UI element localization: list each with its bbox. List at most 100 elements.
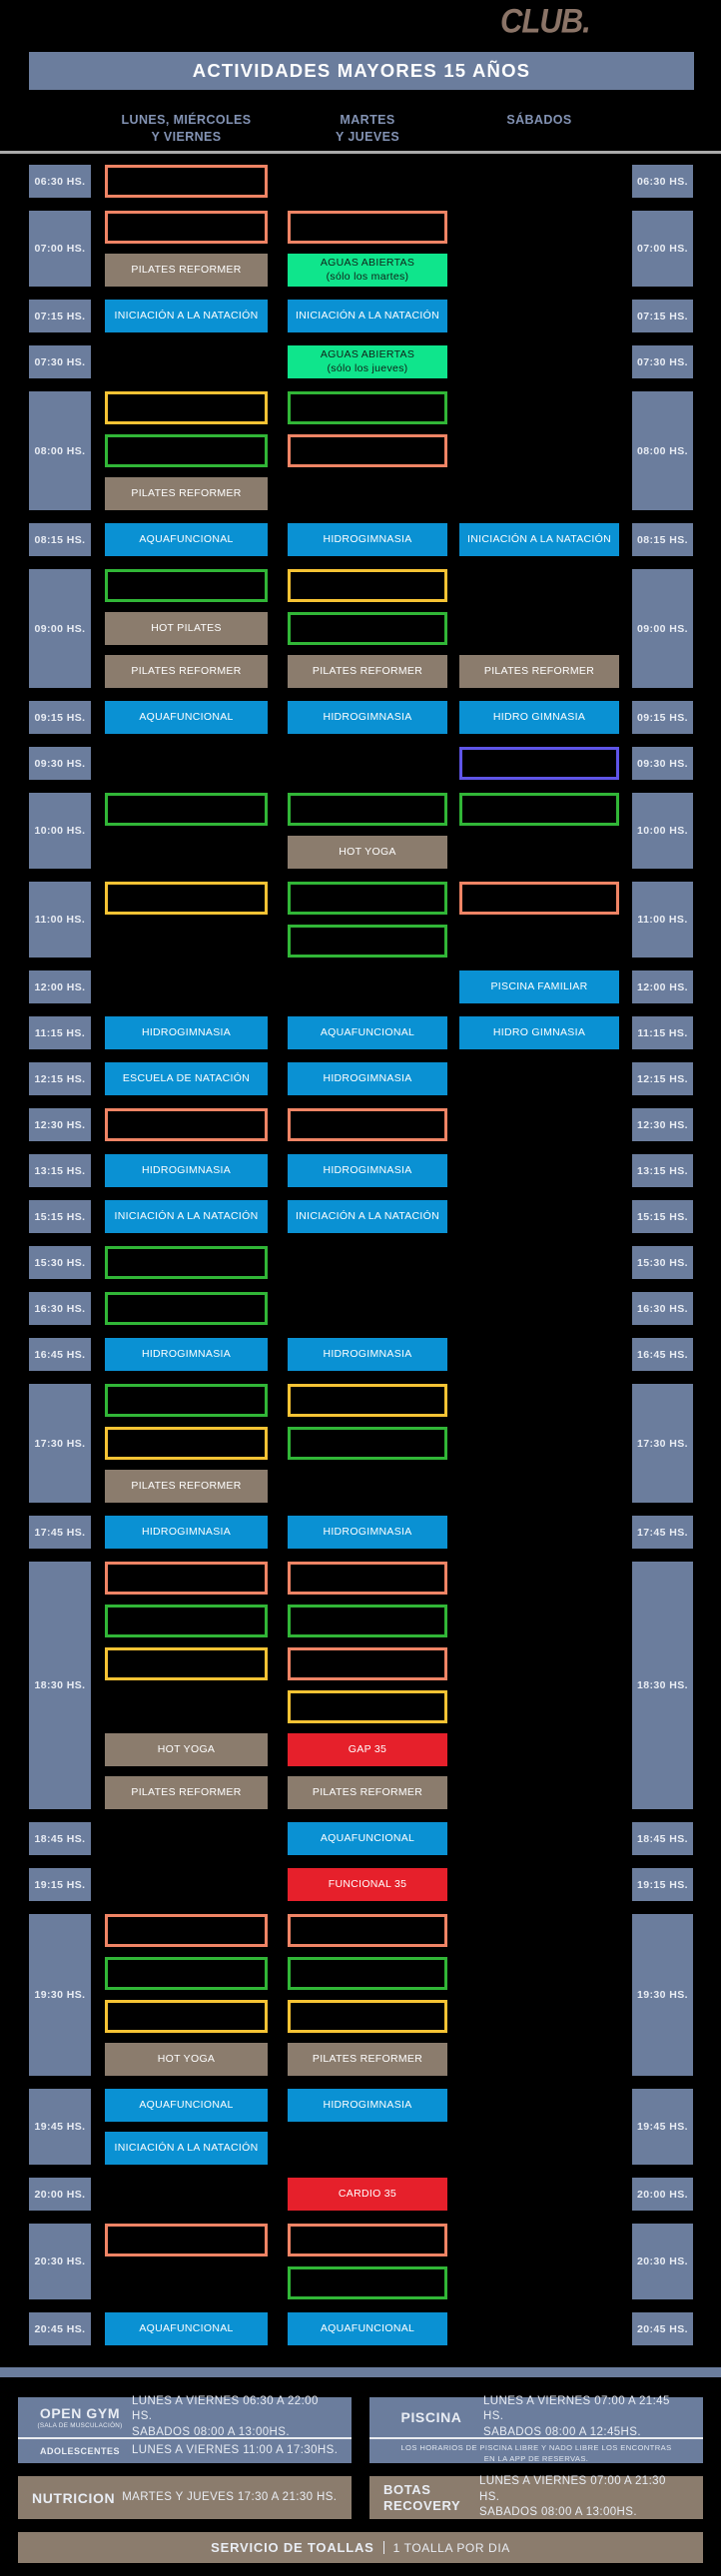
day-column: [288, 2224, 447, 2299]
activity-label: HOT YOGA: [157, 1742, 216, 1755]
time-label: 19:30 HS.: [632, 1914, 693, 2076]
reserved-slot-outline: [288, 1690, 447, 1723]
time-label: 08:15 HS.: [29, 523, 91, 556]
reserved-slot-outline: [105, 1384, 268, 1417]
activity-label: PILATES REFORMER: [131, 486, 242, 499]
activity-label: AGUAS ABIERTAS: [320, 257, 415, 270]
time-label: 19:30 HS.: [29, 1914, 91, 2076]
time-label: 07:00 HS.: [29, 211, 91, 287]
activity-label: PILATES REFORMER: [312, 664, 423, 677]
footer-row-1: OPEN GYM (SALA DE MUSCULACIÓN) LUNES A V…: [18, 2394, 703, 2464]
botas-title-line1: BOTAS: [383, 2481, 431, 2497]
day-column: INICIACIÓN A LA NATACIÓN: [105, 1200, 268, 1233]
activity-cell: HIDROGIMNASIA: [105, 1154, 268, 1187]
day-column: [459, 2089, 619, 2165]
activity-label: INICIACIÓN A LA NATACIÓN: [467, 532, 611, 545]
reserved-slot-outline: [288, 1957, 447, 1990]
schedule-grid: 06:30 HS.06:30 HS.07:00 HS.PILATES REFOR…: [29, 165, 693, 2358]
activity-cell: PILATES REFORMER: [459, 655, 619, 688]
activity-cell: PILATES REFORMER: [105, 477, 268, 510]
time-label: 17:45 HS.: [29, 1516, 91, 1549]
day-column: PILATES REFORMER: [459, 569, 619, 688]
day-column: HIDROGIMNASIA: [288, 523, 447, 556]
time-label: 19:45 HS.: [29, 2089, 91, 2165]
day-column: [459, 1384, 619, 1503]
activity-cell: HIDROGIMNASIA: [288, 701, 447, 734]
activity-label: ESCUELA DE NATACIÓN: [122, 1071, 251, 1084]
toallas-box: SERVICIO DE TOALLAS 1 TOALLA POR DIA: [18, 2532, 703, 2563]
column-header-line1: SÁBADOS: [506, 113, 572, 127]
day-column: [288, 391, 447, 510]
time-label: 07:30 HS.: [29, 345, 91, 378]
schedule-row: 07:00 HS.PILATES REFORMER AGUAS ABIERTAS(…: [29, 211, 693, 287]
adolescentes-title: ADOLESCENTES: [39, 2446, 120, 2456]
footer-divider-bar: [0, 2367, 721, 2377]
time-label: 18:30 HS.: [632, 1562, 693, 1809]
open-gym-subtitle: (SALA DE MUSCULACIÓN): [37, 2422, 123, 2429]
open-gym-hours-line1: LUNES A VIERNES 06:30 A 22:00 HS.: [132, 2394, 319, 2423]
botas-hours-line2: SABADOS 08:00 A 13:00HS.: [479, 2506, 637, 2519]
activity-cell: CARDIO 35: [288, 2178, 447, 2211]
day-column: HOT YOGA: [105, 1914, 268, 2076]
time-label: 16:30 HS.: [632, 1292, 693, 1325]
reserved-slot-outline: [288, 612, 447, 645]
reserved-slot-outline: [288, 1384, 447, 1417]
time-label: 16:45 HS.: [632, 1338, 693, 1371]
day-column: [459, 747, 619, 780]
piscina-box-divider: [369, 2437, 703, 2439]
activity-label: INICIACIÓN A LA NATACIÓN: [296, 309, 439, 322]
day-column: PILATES REFORMER: [105, 211, 268, 287]
time-label: 15:30 HS.: [29, 1246, 91, 1279]
day-column: [105, 970, 268, 1003]
day-column: [105, 2224, 268, 2299]
day-column: PILATES REFORMER: [288, 1914, 447, 2076]
activity-label: GAP 35: [348, 1742, 387, 1755]
activity-cell: INICIACIÓN A LA NATACIÓN: [105, 2132, 268, 2165]
activity-label: PILATES REFORMER: [312, 2052, 423, 2065]
activity-cell: HIDROGIMNASIA: [288, 2089, 447, 2122]
open-gym-hours-line2: SABADOS 08:00 A 13:00HS.: [132, 2425, 290, 2438]
day-column: HIDRO GIMNASIA: [459, 701, 619, 734]
botas-hours-line1: LUNES A VIERNES 07:00 A 21:30 HS.: [479, 2475, 666, 2503]
day-column: [459, 2224, 619, 2299]
open-gym-box-divider: [18, 2437, 352, 2439]
time-label: 20:00 HS.: [29, 2178, 91, 2211]
reserved-slot-outline: [105, 1914, 268, 1947]
day-column: [105, 1292, 268, 1325]
schedule-row: 20:30 HS.20:30 HS.: [29, 2224, 693, 2299]
column-header-line1: MARTES: [340, 113, 395, 127]
reserved-slot-outline: [288, 211, 447, 244]
activity-cell: HOT YOGA: [105, 2043, 268, 2076]
activity-label: HIDROGIMNASIA: [323, 710, 412, 723]
day-column: [105, 1822, 268, 1855]
activity-label: AGUAS ABIERTAS: [320, 348, 415, 361]
piscina-note-line2: EN LA APP DE RESERVAS.: [483, 2454, 589, 2464]
activity-cell: PILATES REFORMER: [105, 1470, 268, 1503]
activity-cell: AGUAS ABIERTAS(sólo los martes): [288, 254, 447, 287]
day-column: [105, 345, 268, 378]
day-column: [459, 300, 619, 332]
page-title: ACTIVIDADES MAYORES 15 AÑOS: [192, 60, 531, 81]
activity-cell: HIDROGIMNASIA: [105, 1338, 268, 1371]
activity-cell: AQUAFUNCIONAL: [288, 1016, 447, 1049]
toallas-title: SERVICIO DE TOALLAS: [211, 2540, 374, 2555]
activity-label: PILATES REFORMER: [131, 1785, 242, 1798]
adolescentes-hours: LUNES A VIERNES 11:00 A 17:30HS.: [132, 2444, 339, 2457]
footer-row-2: NUTRICION MARTES Y JUEVES 17:30 A 21:30 …: [18, 2475, 703, 2519]
header-divider-line: [0, 151, 721, 154]
activity-label: FUNCIONAL 35: [328, 1877, 407, 1890]
time-label: 20:00 HS.: [632, 2178, 693, 2211]
reserved-slot-outline: [288, 2000, 447, 2033]
schedule-row: 06:30 HS.06:30 HS.: [29, 165, 693, 198]
reserved-slot-outline: [288, 1914, 447, 1947]
day-column: [459, 1062, 619, 1095]
day-column: HOT YOGA PILATES REFORMER: [105, 1562, 268, 1809]
reserved-slot-outline: [459, 793, 619, 826]
